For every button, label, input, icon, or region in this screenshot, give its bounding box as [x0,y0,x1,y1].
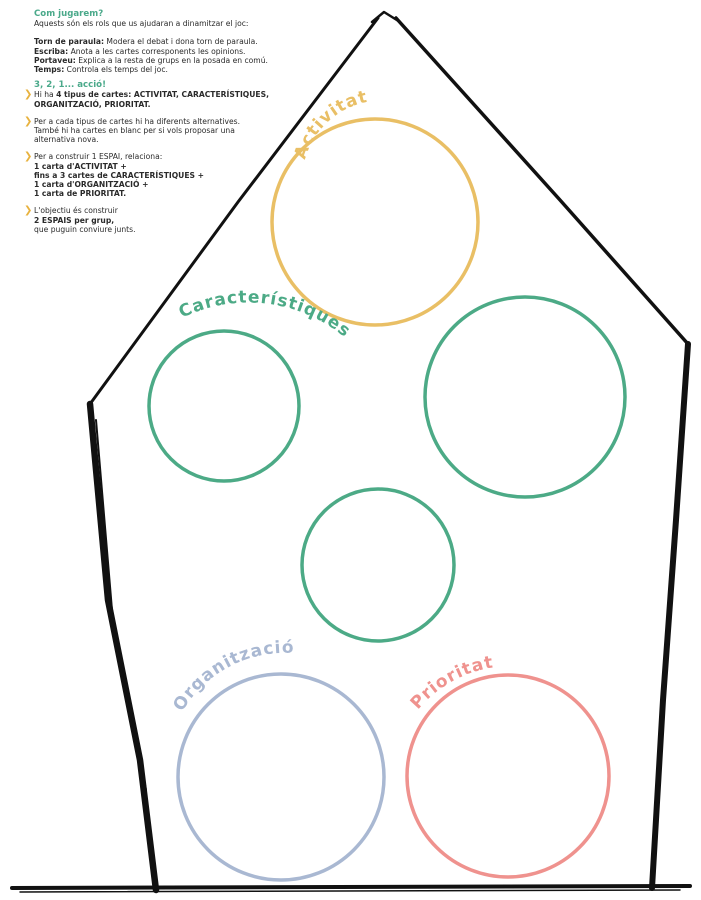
chevron-right-icon: ❯ [24,151,33,163]
step-text: Per a cada tipus de cartes hi ha diferen… [34,116,241,145]
role-desc: Anota a les cartes corresponents les opi… [68,46,246,56]
step-item: ❯ L'objectiu és construir 2 ESPAIS per g… [24,206,309,234]
chevron-right-icon: ❯ [24,205,33,217]
roof-left-line [88,16,380,406]
role-name: Portaveu: [34,55,76,65]
wall-right-line [649,341,691,891]
caracteristiques-circle-center [300,487,456,643]
step-line: fins a 3 cartes de CARACTERÍSTIQUES + [34,170,204,180]
step-bold: 4 tipus de cartes: ACTIVITAT, CARACTERÍS… [34,90,269,109]
step-text: Per a construir 1 ESPAI, relaciona: [34,152,163,162]
role-name: Escriba: [34,46,69,56]
role-name: Temps: [34,65,65,75]
wall-left-line [86,400,160,894]
prioritat-circle [405,673,611,879]
roof-right-line [394,16,690,346]
role-item: Temps: Controla els temps del joc. [34,65,309,74]
caracteristiques-circle-right [423,295,627,499]
instructions-intro: Aquests són els rols que us ajudaran a d… [34,19,249,29]
step-line: 1 carta d'ACTIVITAT + [34,161,127,171]
role-desc: Modera el debat i dona torn de paraula. [104,37,258,47]
step-item: ❯ Hi ha 4 tipus de cartes: ACTIVITAT, CA… [24,90,309,109]
step-item: ❯ Per a construir 1 ESPAI, relaciona: 1 … [24,152,309,199]
role-desc: Explica a la resta de grups en la posada… [75,55,268,65]
role-item: Torn de paraula: Modera el debat i dona … [34,37,309,46]
role-name: Torn de paraula: [34,37,105,47]
roles-list: Torn de paraula: Modera el debat i dona … [34,37,309,74]
role-desc: Controla els temps del joc. [64,65,168,75]
roof-peak-sketch [370,10,402,24]
step-line: 1 carta de PRIORITAT. [34,189,127,199]
step-bold: 2 ESPAIS per grup, [34,215,115,225]
prioritat-label: Prioritat [407,652,495,713]
caracteristiques-circle-left [147,329,301,483]
wall-left-inner [95,419,147,791]
chevron-right-icon: ❯ [24,115,33,127]
base-line [10,884,692,890]
step-item: ❯ Per a cada tipus de cartes hi ha difer… [24,116,309,145]
step-text: Hi ha [34,90,57,100]
role-item: Portaveu: Explica a la resta de grups en… [34,56,309,65]
organitzacio-circle [176,672,386,882]
action-heading: 3, 2, 1... acció! [34,80,106,91]
step-post: que puguin conviure junts. [34,224,136,234]
instructions-heading: Com jugarem? [34,9,104,19]
base-line-sketch [19,889,681,893]
organitzacio-label: Organització [169,638,295,715]
step-line: 1 carta d'ORGANITZACIÓ + [34,180,149,190]
instructions-panel: Com jugarem? Aquests són els rols que us… [24,0,309,234]
activitat-circle [270,117,480,327]
role-item: Escriba: Anota a les cartes corresponent… [34,47,309,56]
chevron-right-icon: ❯ [24,89,33,101]
step-text: L'objectiu és construir [34,206,118,216]
